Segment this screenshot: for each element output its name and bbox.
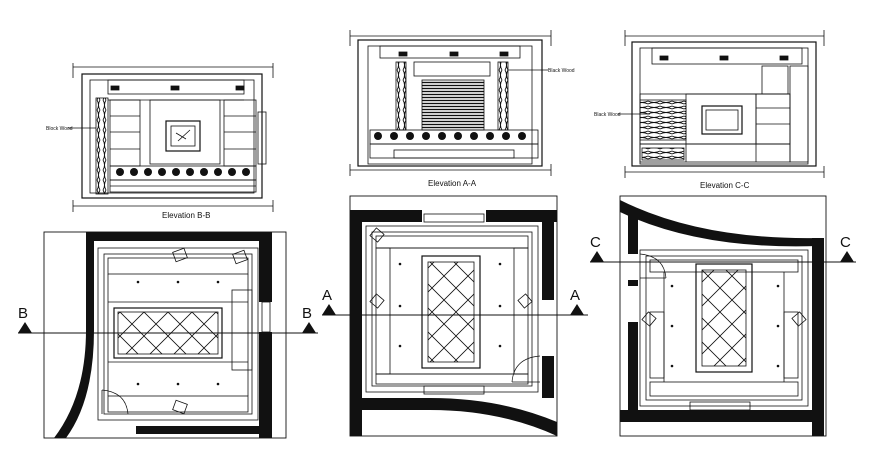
elevation-bb-note: Block Wood — [46, 126, 73, 132]
elevation-cc — [618, 30, 825, 178]
elevation-aa — [349, 30, 552, 176]
elevation-aa-caption: Elevation A-A — [428, 179, 477, 188]
plan-aa-ceiling-feature — [421, 255, 481, 369]
section-arrow-b-left — [18, 322, 32, 333]
elevation-aa-note: Black Wood — [548, 68, 575, 74]
section-marker-a-left: A — [322, 287, 332, 304]
section-marker-b-right: B — [302, 305, 312, 322]
section-arrows — [18, 251, 854, 333]
plan-cc-room — [639, 249, 809, 407]
section-lines — [18, 261, 856, 334]
section-arrow-a-left — [322, 304, 336, 315]
elevation-bb-artwork — [165, 120, 201, 152]
plan-cc-walls — [620, 200, 824, 436]
plan-aa-lights — [398, 262, 502, 348]
elevation-aa-wood-right — [497, 61, 509, 131]
section-arrow-c-left — [590, 251, 604, 262]
elevation-aa-plants — [374, 132, 526, 140]
plan-aa-walls — [350, 210, 557, 436]
elevation-bb — [68, 63, 274, 212]
elevation-aa-blinds — [421, 79, 485, 131]
elevation-cc-tv — [701, 105, 743, 135]
elevation-cc-frame — [631, 41, 817, 167]
plan-bb-room — [97, 247, 259, 421]
section-marker-a-right: A — [570, 287, 580, 304]
elevation-cc-note: Black Wood — [594, 112, 621, 118]
plan-bb — [43, 231, 287, 439]
elevation-bb-wood-panel — [95, 97, 109, 195]
section-marker-c-left: C — [590, 234, 601, 251]
plan-cc-lights — [670, 284, 780, 368]
section-arrow-c-right — [840, 251, 854, 262]
section-arrow-b-right — [302, 322, 316, 333]
section-arrow-a-right — [570, 304, 584, 315]
section-marker-b-left: B — [18, 305, 28, 322]
elevation-cc-wood-panel — [639, 99, 687, 141]
elevation-cc-caption: Elevation C-C — [700, 181, 750, 190]
plan-aa — [349, 195, 558, 437]
plan-cc — [619, 195, 827, 437]
elevation-bb-plants — [116, 168, 250, 176]
elevation-bb-frame — [81, 73, 263, 199]
plan-bb-lights — [136, 280, 220, 386]
elevation-aa-wood-left — [395, 61, 407, 131]
plan-bb-walls — [54, 232, 272, 438]
plan-cc-border — [619, 195, 827, 437]
plan-aa-room — [365, 225, 539, 393]
elevation-bb-shelf-left — [109, 99, 141, 167]
plan-cc-ceiling-feature — [695, 263, 753, 373]
section-marker-c-right: C — [840, 234, 851, 251]
elevation-bb-shelf-right — [223, 99, 257, 167]
elevation-bb-caption: Elevation B-B — [162, 211, 210, 220]
elevation-aa-frame — [357, 39, 543, 167]
